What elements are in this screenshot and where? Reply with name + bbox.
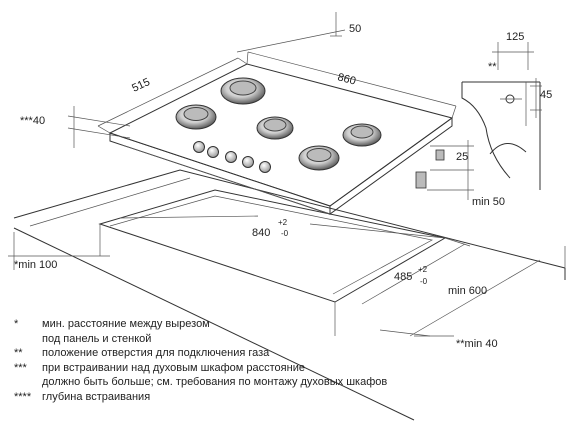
label-min-100: *min 100 — [14, 259, 57, 271]
footnote: **** глубина встраивания — [14, 390, 454, 405]
footnote: * мин. расстояние между вырезом под пане… — [14, 317, 454, 346]
footnote-text: при встраивании над духовым шкафом расст… — [42, 361, 454, 390]
label-840-tol-plus: +2 — [278, 218, 288, 227]
footnote-text: положение отверстия для подключения газа — [42, 346, 454, 361]
footnote-mark: **** — [14, 390, 32, 403]
label-min-600: min 600 — [448, 285, 487, 297]
label-45: 45 — [540, 89, 552, 101]
label-min-50: min 50 — [472, 196, 505, 208]
footnote-text: глубина встраивания — [42, 390, 454, 405]
label-515: 515 — [130, 76, 152, 95]
label-125: 125 — [506, 31, 524, 43]
footnote-line: при встраивании над духовым шкафом расст… — [42, 361, 305, 374]
label-gas-mark: ** — [488, 61, 497, 73]
label-840: 840 — [252, 227, 270, 239]
hob-foot — [435, 149, 445, 161]
burner — [342, 123, 382, 147]
footnote: ** положение отверстия для подключения г… — [14, 346, 454, 361]
footnote-mark: *** — [14, 361, 27, 374]
footnote-line: глубина встраивания — [42, 390, 151, 403]
dimension-labels: 50 860 515 125 45 ** ***40 25 min 50 840… — [14, 23, 552, 350]
label-50: 50 — [349, 23, 361, 35]
footnotes: * мин. расстояние между вырезом под пане… — [14, 317, 454, 405]
footnote-line: мин. расстояние между вырезом — [42, 318, 210, 330]
burner — [175, 104, 217, 130]
dimension-lines — [8, 12, 566, 337]
label-25: 25 — [456, 151, 468, 163]
footnote-line: должно быть больше; см. требования по мо… — [42, 376, 388, 389]
footnote-mark: * — [14, 318, 19, 330]
control-knobs — [193, 141, 271, 173]
gas-connection-detail — [461, 42, 542, 190]
hob — [108, 63, 454, 215]
label-min-40: **min 40 — [456, 338, 498, 350]
label-40: ***40 — [20, 115, 45, 127]
footnote-line: положение отверстия для подключения газа — [42, 347, 270, 360]
label-485-tol-plus: +2 — [418, 265, 428, 274]
label-485: 485 — [394, 271, 412, 283]
cutout — [98, 189, 447, 303]
footnote: *** при встраивании над духовым шкафом р… — [14, 361, 454, 390]
footnote-text: мин. расстояние между вырезом под панель… — [42, 317, 454, 346]
footnote-line: под панель и стенкой — [42, 332, 152, 345]
label-860: 860 — [336, 71, 357, 87]
footnote-mark: ** — [14, 347, 23, 360]
burner — [256, 116, 294, 140]
hob-foot — [415, 171, 427, 189]
burner — [298, 145, 340, 171]
label-840-tol-minus: -0 — [281, 229, 289, 238]
label-485-tol-minus: -0 — [420, 277, 428, 286]
burner — [220, 77, 266, 105]
